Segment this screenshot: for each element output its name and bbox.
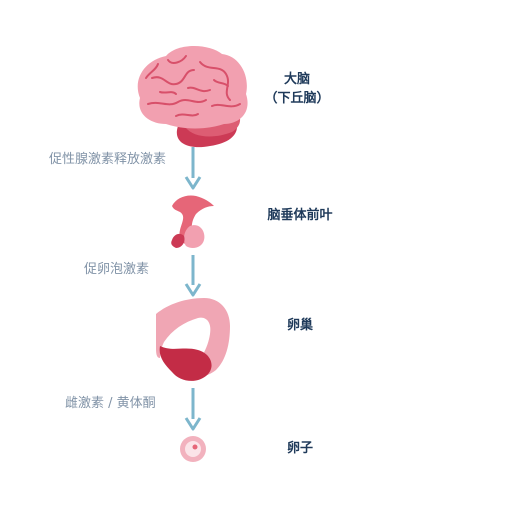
ovary-illustration: [156, 298, 230, 381]
egg-illustration: [180, 436, 206, 462]
fsh-label: 促卵泡激素: [84, 262, 150, 277]
brain-name: 大脑: [283, 72, 310, 87]
ovary-label: 卵巢: [286, 318, 313, 333]
pituitary-lobe-shade: [171, 233, 185, 248]
brain-illustration: [137, 46, 248, 148]
arrow-gnrh: [184, 147, 202, 190]
brain-sub: （下丘脑）: [264, 91, 330, 106]
arrow-fsh: [184, 255, 202, 297]
pituitary-label: 脑垂体前叶: [267, 208, 333, 223]
fallopian-tube: [156, 298, 230, 377]
gnrh-label: 促性腺激素释放激素: [49, 152, 167, 167]
estrogen-progesterone-label: 雌激素 / 黄体酮: [65, 396, 156, 411]
ovary-body: [159, 346, 212, 381]
egg-label: 卵子: [286, 441, 313, 456]
pituitary-illustration: [171, 195, 214, 248]
pituitary-stalk: [172, 195, 214, 247]
pituitary-lobe: [183, 225, 205, 248]
brain-label: 大脑 （下丘脑）: [262, 70, 332, 108]
arrow-estrogen: [184, 388, 202, 431]
